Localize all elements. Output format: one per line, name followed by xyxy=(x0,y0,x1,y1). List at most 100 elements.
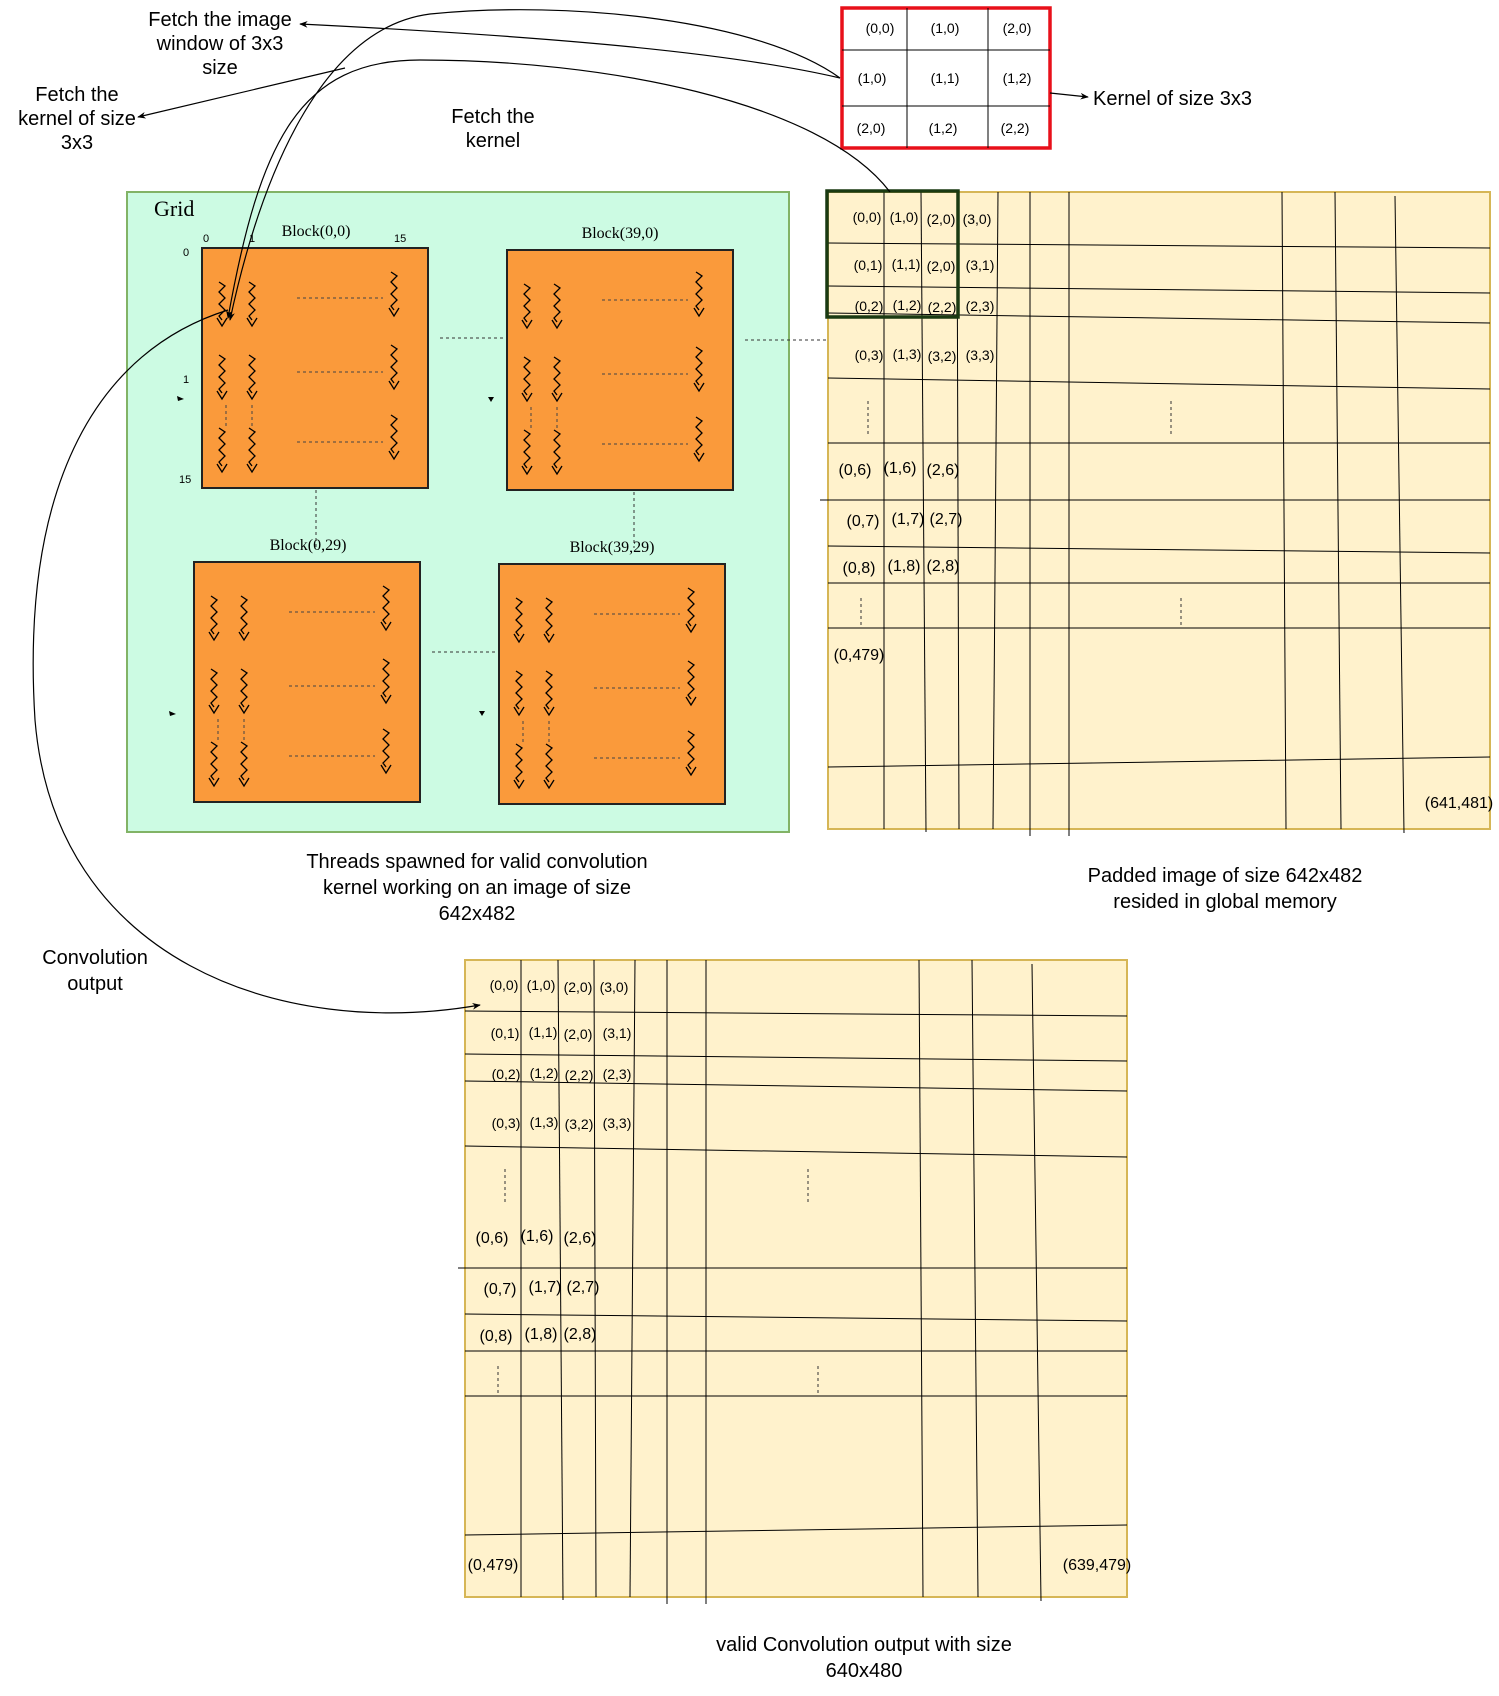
output-image: (0,0) (1,0) (2,0) (3,0) (0,1) (1,1) (2,0… xyxy=(458,959,1132,1604)
pixel-label: (0,8) xyxy=(480,1328,513,1345)
pixel-label: (0,0) xyxy=(490,977,519,993)
block-0-0: Block(0,0) xyxy=(201,223,429,489)
pixel-label: (2,0) xyxy=(564,979,593,995)
block-label: Block(0,0) xyxy=(282,223,351,240)
svg-text:size: size xyxy=(202,57,238,79)
svg-text:kernel: kernel xyxy=(466,130,520,152)
thread-x-0: 0 xyxy=(203,233,209,245)
pixel-label: (0,1) xyxy=(854,257,883,273)
image-window xyxy=(825,189,960,319)
pixel-label: (3,2) xyxy=(565,1116,594,1132)
fetch-window-label: Fetch the image window of 3x3 size xyxy=(148,9,291,79)
thread-grid: Grid 0 1 15 0 1 15 Block(0,0) Block(39,0… xyxy=(126,191,832,833)
valid-caption: valid Convolution output with size 640x4… xyxy=(716,1634,1012,1682)
pixel-label: (3,1) xyxy=(966,257,995,273)
block-label: Block(39,0) xyxy=(582,225,659,242)
kernel-cell: (2,0) xyxy=(1003,20,1032,36)
conv-output-label: Convolution output xyxy=(42,947,148,995)
svg-text:Fetch the image: Fetch the image xyxy=(148,9,291,31)
pixel-label: (2,2) xyxy=(928,299,957,315)
kernel-caption: Kernel of size 3x3 xyxy=(1093,88,1252,110)
kernel-cell: (1,0) xyxy=(931,20,960,36)
pixel-label: (0,0) xyxy=(853,209,882,225)
pixel-label: (1,0) xyxy=(527,977,556,993)
pixel-label: (1,2) xyxy=(530,1065,559,1081)
svg-text:kernel working on an image of: kernel working on an image of size xyxy=(323,877,631,899)
fetch-kernel-label: Fetch the kernel xyxy=(451,106,534,152)
grid-title: Grid xyxy=(154,196,194,221)
arrow-fetch-window xyxy=(299,21,841,79)
pixel-label: (1,6) xyxy=(884,460,917,477)
pixel-label: (0,8) xyxy=(843,560,876,577)
block-0-29: Block(0,29) xyxy=(193,537,421,803)
kernel-cell: (1,1) xyxy=(931,70,960,86)
pixel-label: (0,3) xyxy=(492,1115,521,1131)
pixel-label: (2,8) xyxy=(927,558,960,575)
svg-text:Convolution: Convolution xyxy=(42,947,148,969)
pixel-label: (1,7) xyxy=(892,511,925,528)
pixel-label: (3,3) xyxy=(603,1115,632,1131)
thread-y-1: 1 xyxy=(183,374,189,386)
pixel-label: (1,0) xyxy=(890,209,919,225)
connector-arrows xyxy=(32,9,891,1014)
threads-caption: Threads spawned for valid convolution ke… xyxy=(306,851,647,925)
svg-text:Fetch the: Fetch the xyxy=(35,84,118,106)
thread-y-0: 0 xyxy=(183,247,189,259)
pixel-label: (1,3) xyxy=(530,1114,559,1130)
svg-text:Fetch the: Fetch the xyxy=(451,106,534,128)
svg-text:valid Convolution output with: valid Convolution output with size xyxy=(716,1634,1012,1656)
pixel-label: (3,2) xyxy=(928,348,957,364)
kernel-cell: (1,0) xyxy=(858,70,887,86)
arrow-window-to-thread xyxy=(226,59,891,319)
pixel-corner-bl: (0,479) xyxy=(468,1557,519,1574)
svg-text:642x482: 642x482 xyxy=(439,903,516,925)
pixel-label: (1,6) xyxy=(521,1228,554,1245)
pixel-label: (2,3) xyxy=(603,1066,632,1082)
pixel-label: (2,6) xyxy=(927,462,960,479)
pixel-label: (0,6) xyxy=(476,1230,509,1247)
kernel-matrix: (0,0) (1,0) (2,0) (1,0) (1,1) (1,2) (2,0… xyxy=(840,6,1052,150)
pixel-label: (1,1) xyxy=(529,1024,558,1040)
thread-y-15: 15 xyxy=(179,474,191,486)
pixel-label: (1,8) xyxy=(525,1326,558,1343)
pixel-label: (1,8) xyxy=(888,558,921,575)
fetch-kernel-size-label: Fetch the kernel of size 3x3 xyxy=(18,84,136,154)
pixel-label: (2,6) xyxy=(564,1230,597,1247)
svg-text:Threads spawned for valid conv: Threads spawned for valid convolution xyxy=(306,851,647,873)
pixel-label: (3,1) xyxy=(603,1025,632,1041)
kernel-cell: (2,2) xyxy=(1001,120,1030,136)
svg-text:3x3: 3x3 xyxy=(61,132,93,154)
pixel-corner-br: (641,481) xyxy=(1425,795,1494,812)
pixel-label: (0,2) xyxy=(492,1066,521,1082)
pixel-label: (2,0) xyxy=(927,211,956,227)
kernel-cell: (2,0) xyxy=(857,120,886,136)
kernel-caption-arrow xyxy=(1049,92,1089,100)
padded-image: (0,0) (1,0) (2,0) (3,0) (0,1) (1,1) (2,0… xyxy=(820,189,1494,836)
pixel-label: (2,0) xyxy=(564,1026,593,1042)
pixel-label: (3,0) xyxy=(600,979,629,995)
pixel-label: (3,3) xyxy=(966,347,995,363)
kernel-cell: (0,0) xyxy=(866,20,895,36)
pixel-label: (0,2) xyxy=(855,298,884,314)
svg-text:Padded image of size 642x482: Padded image of size 642x482 xyxy=(1088,865,1363,887)
pixel-corner-bl: (0,479) xyxy=(834,647,885,664)
pixel-label: (2,0) xyxy=(927,258,956,274)
pixel-corner-br: (639,479) xyxy=(1063,1557,1132,1574)
svg-text:window of 3x3: window of 3x3 xyxy=(156,33,284,55)
pixel-label: (2,8) xyxy=(564,1326,597,1343)
pixel-label: (1,2) xyxy=(893,297,922,313)
pixel-label: (0,7) xyxy=(847,513,880,530)
block-label: Block(0,29) xyxy=(270,537,347,554)
block-label: Block(39,29) xyxy=(570,539,655,556)
thread-x-1: 1 xyxy=(249,233,255,245)
pixel-label: (3,0) xyxy=(963,211,992,227)
block-39-0: Block(39,0) xyxy=(506,225,734,491)
pixel-label: (2,3) xyxy=(966,298,995,314)
svg-text:output: output xyxy=(67,973,123,995)
pixel-label: (0,6) xyxy=(839,462,872,479)
pixel-label: (1,1) xyxy=(892,256,921,272)
pixel-label: (1,7) xyxy=(529,1279,562,1296)
arrow-kernel-to-thread xyxy=(228,9,841,321)
kernel-cell: (1,2) xyxy=(929,120,958,136)
